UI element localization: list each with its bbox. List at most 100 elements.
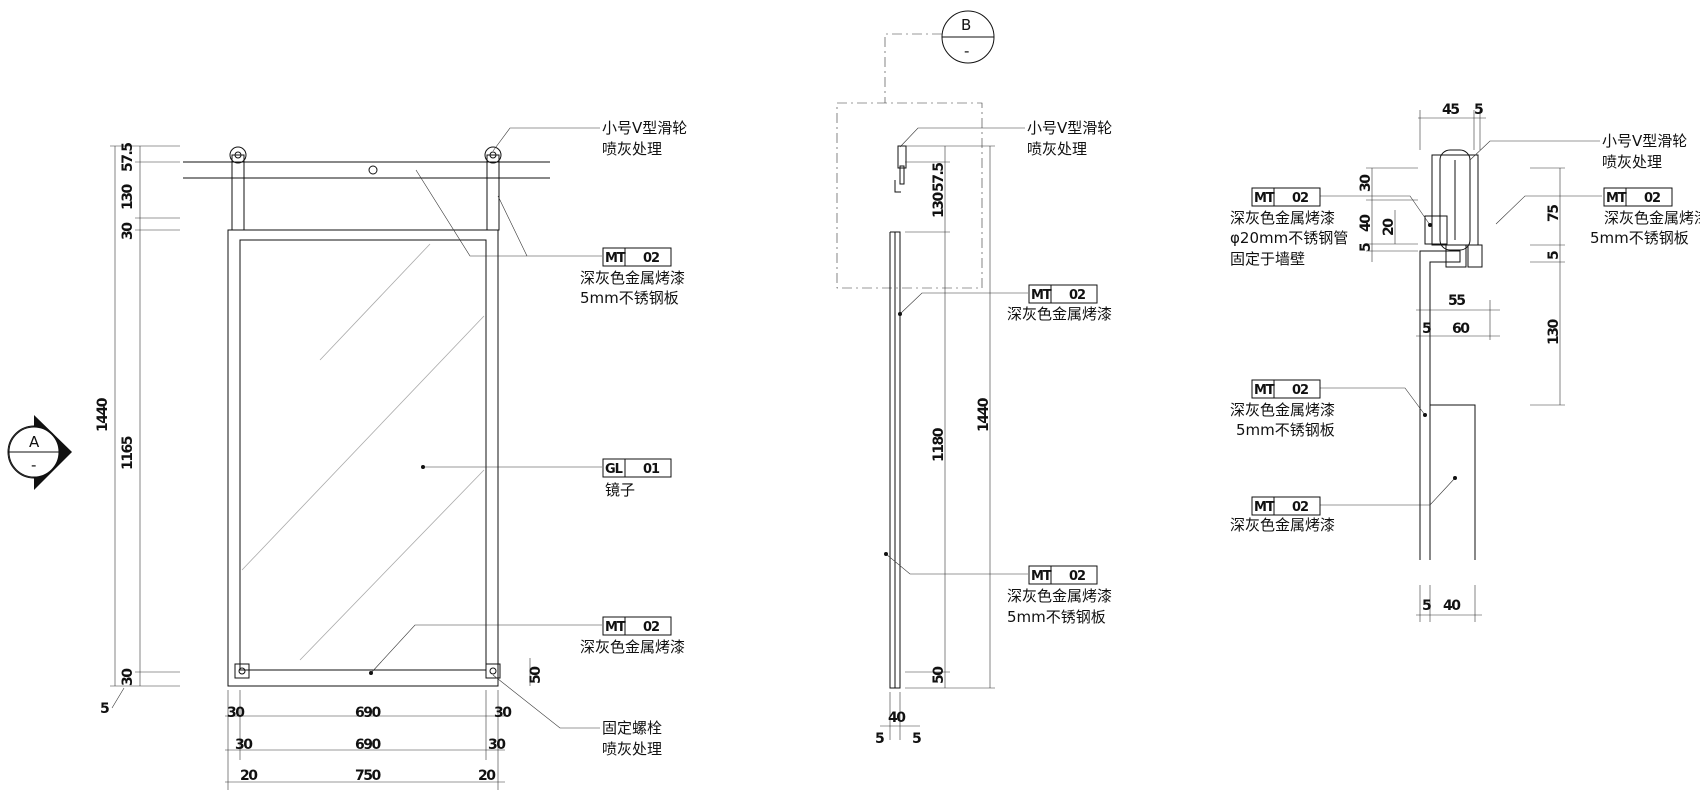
dim-detail-top-a: 45 (1442, 102, 1459, 118)
pulley-left (229, 146, 247, 164)
tag-side-2-a: MT (1031, 569, 1052, 584)
tag-side-2-b: 02 (1069, 569, 1085, 584)
dim-front-bottom-gap: 50 (528, 666, 544, 684)
section-marker-b-sub: - (964, 42, 969, 60)
note-detail-right-2: 5mm不锈钢板 (1590, 229, 1689, 247)
note-front-bolt-1: 固定螺栓 (602, 719, 662, 737)
section-marker-a-letter: A (29, 433, 40, 451)
dim-detail-left-40: 40 (1358, 214, 1374, 232)
section-marker-b-letter: B (961, 16, 971, 34)
tag-detail-low: MT 02 (1251, 496, 1321, 516)
tag-side-1-b: 02 (1069, 288, 1085, 303)
pulley-right (484, 146, 502, 164)
tag-detail-right-b: 02 (1644, 191, 1660, 206)
dim-detail-left-5: 5 (1358, 243, 1374, 252)
note-front-bottom: 深灰色金属烤漆 (580, 638, 685, 656)
dim-detail-left-20: 20 (1381, 218, 1397, 236)
dim-front-top1: 57.5 (120, 143, 136, 172)
dim-detail-bot-5: 5 (1422, 598, 1431, 614)
dim-side-overall: 1440 (976, 397, 992, 432)
dim-front-row2-left: 30 (235, 737, 253, 753)
note-detail-left-2: φ20mm不锈钢管 (1230, 229, 1348, 247)
dim-detail-top-b: 5 (1474, 102, 1483, 118)
dim-front-overall: 1440 (95, 397, 111, 432)
dim-front-corner: 5 (100, 701, 109, 717)
section-marker-b: B - (941, 10, 995, 64)
tag-detail-right-a: MT (1606, 191, 1627, 206)
side-section: B - 57.5 130 1180 1440 50 40 5 5 小号 (836, 10, 1112, 747)
note-detail-low: 深灰色金属烤漆 (1230, 516, 1335, 534)
dim-detail-mid-55: 55 (1448, 293, 1465, 309)
dim-front-top2: 130 (120, 184, 136, 210)
note-side-1: 深灰色金属烤漆 (1007, 305, 1112, 323)
tag-detail-low-b: 02 (1292, 500, 1308, 515)
tag-side-1: MT 02 (1028, 284, 1098, 304)
tag-detail-left: MT 02 (1251, 187, 1321, 207)
dim-detail-right-130: 130 (1546, 319, 1562, 345)
note-detail-pulley-1: 小号V型滑轮 (1602, 132, 1687, 150)
tag-detail-right: MT 02 (1603, 187, 1673, 207)
dim-front-top3: 30 (120, 222, 136, 240)
note-front-bolt-2: 喷灰处理 (602, 740, 662, 758)
note-detail-left-1: 深灰色金属烤漆 (1230, 209, 1335, 227)
door-frame (227, 229, 499, 687)
dim-detail-right-75: 75 (1546, 205, 1562, 222)
dim-side-right: 5 (912, 731, 921, 747)
dim-front-row3-right: 20 (478, 768, 496, 784)
tag-detail-low-a: MT (1254, 500, 1275, 515)
tag-side-2: MT 02 (1028, 565, 1098, 585)
tag-front-frame-b: 02 (643, 251, 659, 266)
dim-side-top1: 57.5 (931, 163, 947, 192)
note-side-pulley-2: 喷灰处理 (1027, 140, 1087, 158)
dim-front-row3-mid: 750 (355, 768, 381, 784)
dim-front-body: 1165 (120, 436, 136, 470)
dim-front-row2-right: 30 (488, 737, 506, 753)
dim-detail-mid-60: 60 (1452, 321, 1470, 337)
tag-detail-left-b: 02 (1292, 191, 1308, 206)
note-detail-mid-1: 深灰色金属烤漆 (1230, 401, 1335, 419)
note-front-pulley-1: 小号V型滑轮 (602, 119, 687, 137)
dim-front-row3-left: 20 (240, 768, 258, 784)
dim-front-row1-mid: 690 (355, 705, 381, 721)
dim-side-left: 5 (875, 731, 884, 747)
dim-side-thick: 40 (888, 710, 906, 726)
tag-detail-mid-b: 02 (1292, 383, 1308, 398)
note-side-2a: 深灰色金属烤漆 (1007, 587, 1112, 605)
dim-side-inner: 1180 (931, 427, 947, 462)
tag-detail-left-a: MT (1254, 191, 1275, 206)
note-front-pulley-2: 喷灰处理 (602, 140, 662, 158)
tag-side-1-a: MT (1031, 288, 1052, 303)
tag-front-frame: MT 02 (602, 247, 672, 267)
note-front-frame-2: 5mm不锈钢板 (580, 289, 679, 307)
dim-detail-left-30: 30 (1358, 174, 1374, 192)
dim-front-row2-mid: 690 (355, 737, 381, 753)
section-marker-a: A - (7, 415, 72, 490)
dim-side-bottom: 50 (931, 666, 947, 684)
tag-front-frame-a: MT (605, 251, 626, 266)
tag-front-mirror: GL 01 (602, 458, 672, 478)
note-detail-mid-2: 5mm不锈钢板 (1236, 421, 1335, 439)
note-front-frame-1: 深灰色金属烤漆 (580, 269, 685, 287)
detail-view: 45 5 30 20 5 40 75 5 130 (1230, 102, 1700, 622)
tag-front-bottom: MT 02 (602, 616, 672, 636)
note-detail-pulley-2: 喷灰处理 (1602, 153, 1662, 171)
dim-detail-mid-5: 5 (1422, 321, 1431, 337)
section-marker-a-sub: - (31, 456, 36, 474)
tag-detail-mid-a: MT (1254, 383, 1275, 398)
note-detail-left-3: 固定于墙壁 (1230, 250, 1305, 268)
tag-front-mirror-a: GL (605, 462, 623, 477)
note-detail-right-1: 深灰色金属烤漆 (1604, 209, 1700, 227)
front-elevation: 57.5 130 30 1440 1165 30 5 50 30 690 30 … (7, 119, 687, 790)
tag-front-bottom-b: 02 (643, 620, 659, 635)
dim-front-row1-right: 30 (494, 705, 512, 721)
dim-side-top2: 130 (931, 192, 947, 218)
tag-front-mirror-b: 01 (643, 462, 660, 477)
dim-front-row1-left: 30 (227, 705, 245, 721)
dim-detail-right-5: 5 (1546, 251, 1562, 260)
note-side-2b: 5mm不锈钢板 (1007, 608, 1106, 626)
tag-front-bottom-a: MT (605, 620, 626, 635)
tag-detail-mid: MT 02 (1251, 379, 1321, 399)
dim-front-bottom: 30 (120, 668, 136, 686)
note-side-pulley-1: 小号V型滑轮 (1027, 119, 1112, 137)
